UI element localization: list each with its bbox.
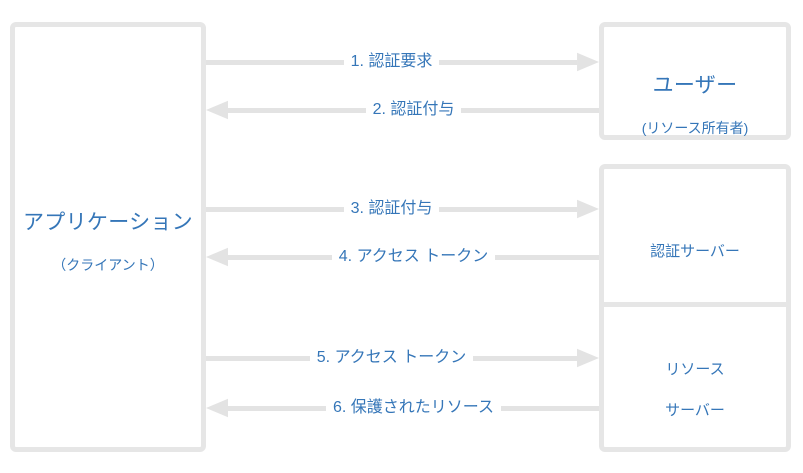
application-box: [10, 22, 206, 452]
user-subtitle: (リソース所有者): [641, 119, 749, 136]
flow-label-1: 1. 認証要求: [350, 53, 433, 70]
flow-label-2: 2. 認証付与: [372, 101, 455, 118]
flow-row-4: 4. アクセス トークン: [206, 244, 599, 270]
arrow-left-icon-4: [206, 247, 228, 267]
flow-row-3: 3. 認証付与: [206, 196, 600, 222]
arrow-left-icon-6: [206, 398, 228, 418]
arrow-right-icon-5: [577, 348, 599, 368]
flow-line-6-left: [228, 405, 326, 411]
flow-label-4: 4. アクセス トークン: [338, 248, 489, 265]
flow-row-1: 1. 認証要求: [206, 49, 600, 75]
user-box: [599, 22, 791, 140]
flow-line-3-right: [439, 206, 578, 212]
application-title: アプリケーション: [23, 210, 193, 234]
resource-server-label: リソース サーバー: [599, 340, 791, 442]
servers-box: [599, 164, 791, 452]
flow-row-2: 2. 認証付与: [206, 97, 600, 123]
application-subtitle: （クライアント）: [52, 256, 164, 273]
user-title: ユーザー: [652, 73, 738, 97]
flow-label-3: 3. 認証付与: [350, 200, 433, 217]
arrow-left-icon-2: [206, 100, 228, 120]
arrow-right-icon-1: [577, 52, 600, 72]
flow-line-1-right: [439, 59, 578, 65]
flow-line-6-right: [501, 405, 599, 411]
flow-line-4-right: [495, 254, 599, 260]
application-label: アプリケーション （クライアント）: [10, 192, 206, 292]
user-label: ユーザー (リソース所有者): [599, 55, 791, 155]
flow-line-4-left: [228, 254, 332, 260]
auth-server-title: 認証サーバー: [650, 242, 740, 260]
flow-line-2-left: [228, 107, 366, 113]
flow-label-6: 6. 保護されたリソース: [333, 399, 494, 416]
arrow-right-icon-3: [577, 199, 600, 219]
flow-line-5-right: [473, 355, 577, 361]
flow-line-5-left: [206, 355, 310, 361]
flow-row-6: 6. 保護されたリソース: [206, 395, 599, 421]
flow-line-2-right: [461, 107, 600, 113]
flow-row-5: 5. アクセス トークン: [206, 345, 599, 371]
resource-server-title-line2: サーバー: [665, 402, 725, 420]
flow-line-3-left: [206, 206, 344, 212]
auth-server-label: 認証サーバー: [599, 222, 791, 282]
resource-server-title-line1: リソース: [665, 360, 725, 378]
servers-divider: [599, 302, 791, 307]
flow-line-1-left: [206, 59, 344, 65]
flow-label-5: 5. アクセス トークン: [316, 349, 467, 366]
